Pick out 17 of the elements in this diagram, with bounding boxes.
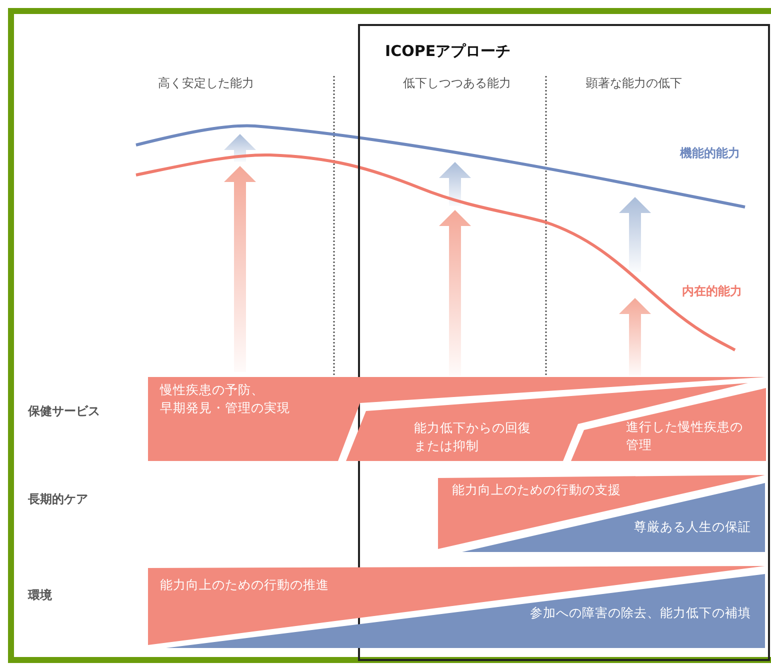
band-text: 能力低下からの回復または抑制 — [414, 419, 531, 454]
curve-label: 内在的能力 — [682, 283, 742, 300]
row-label: 環境 — [28, 587, 52, 604]
curve-label: 機能的能力 — [680, 145, 740, 162]
approach-frame — [358, 24, 770, 661]
row-label: 保健サービス — [28, 403, 100, 420]
phase-label: 高く安定した能力 — [158, 75, 254, 92]
band-text: 能力向上のための行動の推進 — [160, 576, 330, 594]
frame-heading: ICOPEアプローチ — [385, 42, 511, 61]
phase-label: 低下しつつある能力 — [403, 75, 511, 92]
band-text: 進行した慢性疾患の管理 — [626, 418, 743, 453]
row-label: 長期的ケア — [28, 491, 88, 508]
band-text: 能力向上のための行動の支援 — [452, 481, 622, 498]
band-text: 参加への障害の除去、能力低下の補填 — [529, 604, 751, 622]
band-text: 尊厳ある人生の保証 — [633, 518, 751, 536]
phase-label: 顕著な能力の低下 — [586, 75, 682, 92]
band-text: 慢性疾患の予防、早期発見・管理の実現 — [160, 381, 291, 416]
